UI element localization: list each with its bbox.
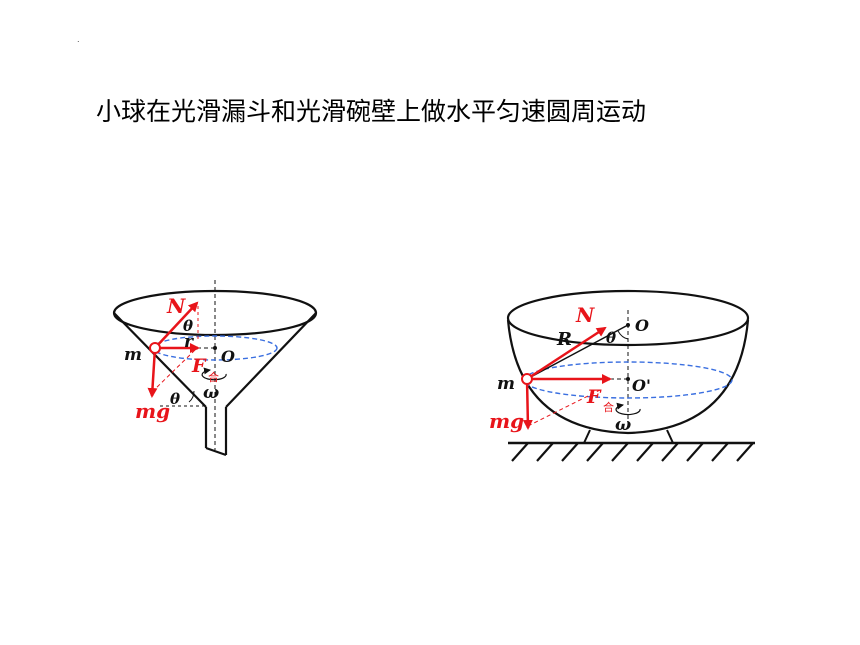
bowl-label-f: F: [586, 386, 602, 408]
funnel-ball: [149, 342, 161, 354]
funnel-right-wall: [225, 312, 317, 408]
bowl-label-n: N: [575, 303, 595, 327]
funnel-left-wall: [113, 312, 207, 408]
funnel-gravity-arrow: [147, 347, 158, 398]
bowl-radius-line: [526, 324, 629, 380]
funnel-label-n: N: [166, 294, 186, 318]
bowl-label-theta: θ: [606, 329, 616, 347]
funnel-spout-bottom: [205, 446, 227, 457]
bowl-diagram: N O R θ m O' F 合 mg ω: [489, 289, 755, 462]
funnel-diagram: N θ r O m F 合 ω mg θ: [112, 280, 318, 457]
bowl-label-r: R: [556, 329, 572, 350]
bowl-normal-force-arrow: [526, 326, 607, 381]
funnel-label-f-sub: 合: [208, 370, 219, 384]
funnel-label-omega: ω: [203, 383, 219, 403]
bowl-rotation-arrow: [615, 402, 641, 416]
bowl-angle-arc: [617, 330, 629, 340]
bowl-label-o: O: [635, 316, 649, 335]
slide-title: 小球在光滑漏斗和光滑碗壁上做水平匀速圆周运动: [96, 97, 647, 126]
bowl-ball: [521, 373, 533, 385]
corner-mark: .: [77, 35, 80, 44]
bowl-center-circle-point: [626, 377, 630, 381]
bowl-label-mg: mg: [489, 409, 524, 433]
funnel-angle-arc: [188, 390, 195, 403]
funnel-label-f: F: [191, 355, 207, 377]
ground-hatching: [511, 442, 754, 462]
bowl-label-m: m: [497, 374, 515, 394]
funnel-label-o: O: [221, 347, 235, 366]
funnel-rotation-arrow: [201, 367, 227, 381]
funnel-label-theta-top: θ: [183, 317, 193, 335]
funnel-label-m: m: [124, 345, 142, 365]
bowl-gravity-arrow: [522, 378, 533, 430]
funnel-center-point: [213, 346, 217, 350]
funnel-label-theta-bottom: θ: [170, 390, 180, 408]
bowl-label-f-sub: 合: [603, 400, 614, 414]
funnel-normal-force-arrow: [154, 301, 199, 349]
bowl-label-o-prime: O': [632, 376, 651, 395]
funnel-dashed-resultant: [151, 349, 196, 393]
bowl-center-top-point: [626, 323, 630, 327]
bowl-foot: [583, 429, 674, 444]
funnel-label-mg: mg: [135, 399, 170, 423]
bowl-label-omega: ω: [615, 415, 631, 435]
funnel-label-r: r: [184, 332, 194, 352]
